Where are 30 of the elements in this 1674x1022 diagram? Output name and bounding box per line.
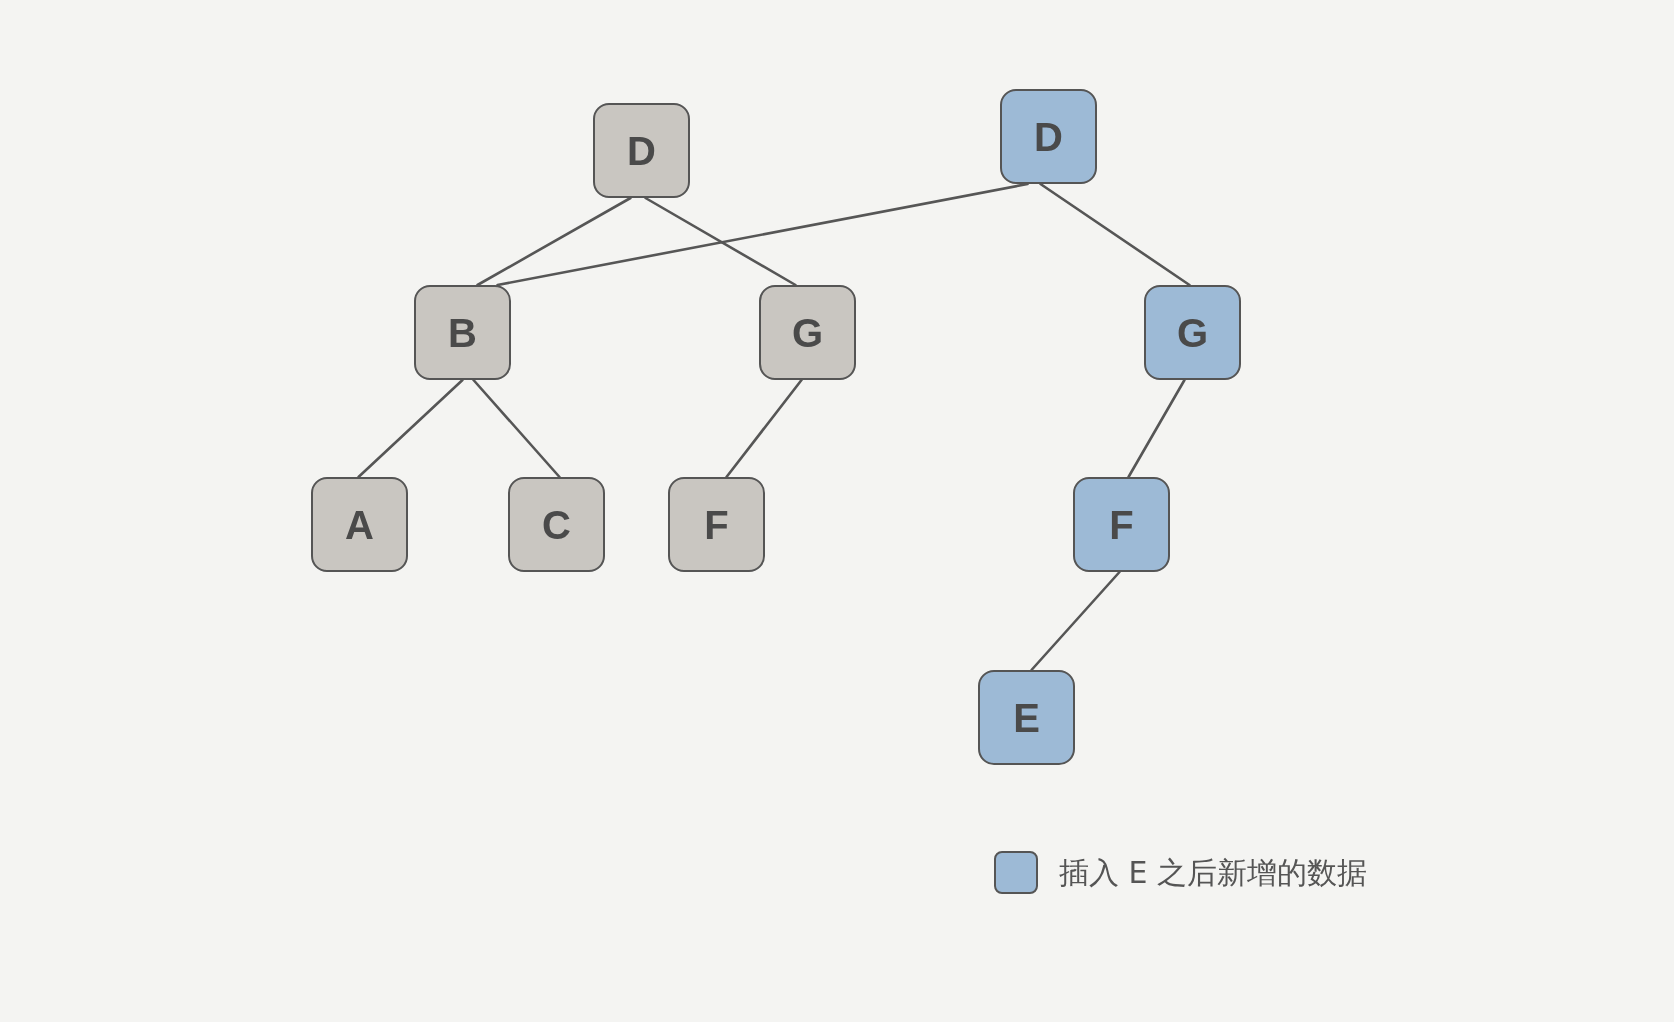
- tree-edge-line: [644, 196, 797, 287]
- node-letter: C: [542, 504, 571, 545]
- node-letter: G: [791, 312, 824, 353]
- tree-edge-line: [1030, 570, 1121, 672]
- tree-edge-line: [496, 182, 1029, 287]
- tree-edge-line: [1127, 378, 1186, 479]
- node-letter: E: [1013, 697, 1040, 738]
- tree-edge-line: [357, 378, 464, 479]
- tree-node-box: [311, 477, 408, 572]
- tree-node-box: [1073, 477, 1170, 572]
- legend-text: 插入 E 之后新增的数据: [1059, 857, 1368, 888]
- node-letter: B: [448, 312, 477, 353]
- node-letter: D: [627, 130, 656, 171]
- tree-node-box: [1144, 285, 1241, 380]
- tree-edge-line: [725, 378, 803, 479]
- tree-node-box: [508, 477, 605, 572]
- node-letter: A: [345, 504, 374, 545]
- tree-edge-line: [472, 378, 561, 479]
- tree-edge-line: [476, 196, 632, 287]
- node-letter: G: [1176, 312, 1209, 353]
- node-letter: D: [1034, 116, 1063, 157]
- tree-edge-line: [1039, 182, 1191, 287]
- tree-node-box: [593, 103, 690, 198]
- tree-node-box: [978, 670, 1075, 765]
- tree-node-box: [668, 477, 765, 572]
- tree-node-box: [759, 285, 856, 380]
- node-letter: F: [704, 504, 729, 545]
- node-letter: F: [1109, 504, 1134, 545]
- tree-node-box: [1000, 89, 1097, 184]
- tree-node-box: [414, 285, 511, 380]
